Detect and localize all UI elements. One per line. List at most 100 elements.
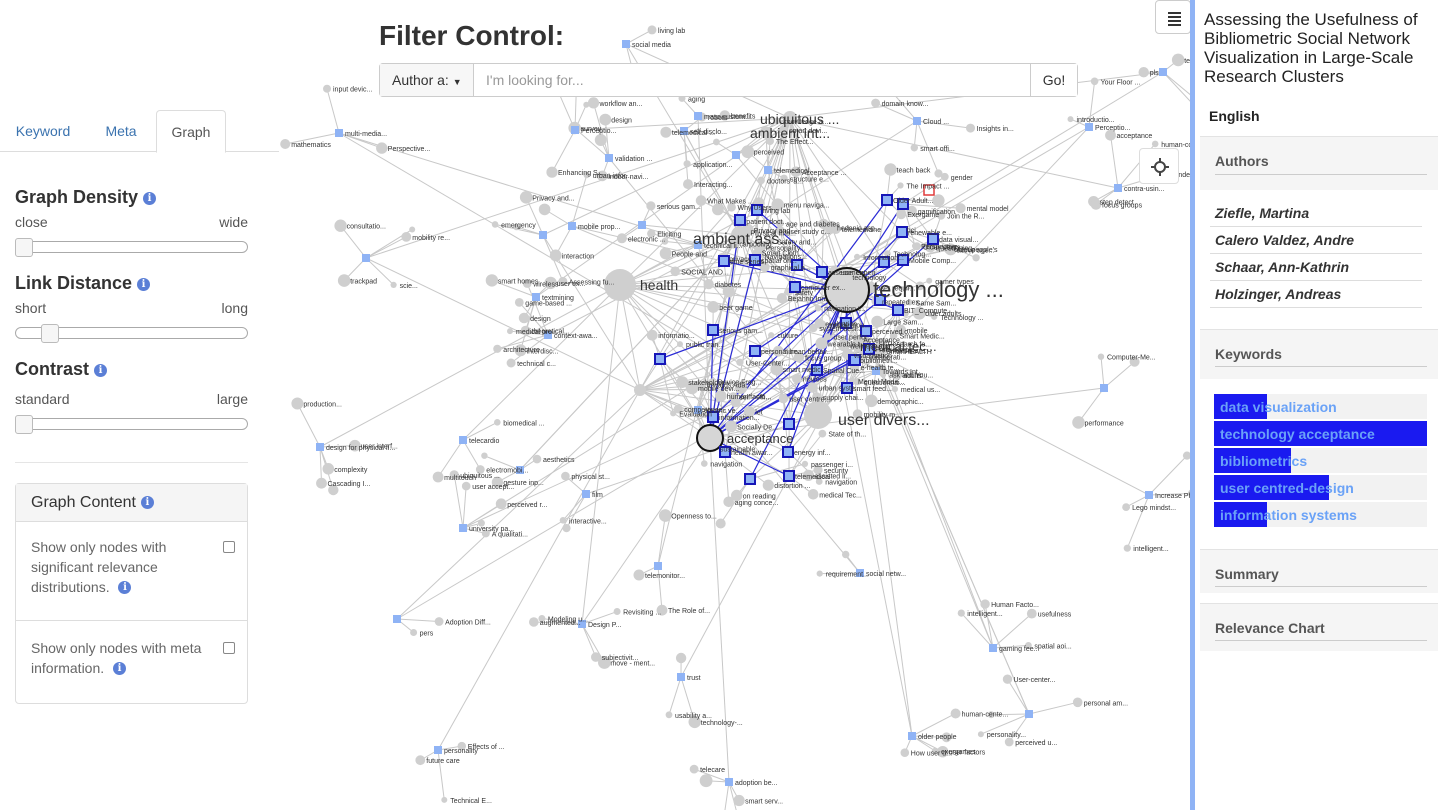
graph-density-slider-handle[interactable] xyxy=(15,238,33,257)
keyword-node[interactable] xyxy=(441,796,448,803)
authors-section-header[interactable]: Authors xyxy=(1200,136,1438,190)
highlighted-paper-node[interactable] xyxy=(744,473,756,485)
highlighted-paper-node[interactable] xyxy=(878,256,890,268)
keyword-node[interactable] xyxy=(771,198,784,211)
paper-node[interactable] xyxy=(393,615,401,623)
keyword-node[interactable] xyxy=(322,463,335,475)
keyword-node[interactable] xyxy=(900,748,910,757)
keyword-node[interactable] xyxy=(1025,642,1032,649)
keyword-node[interactable] xyxy=(633,569,645,581)
keyword-node[interactable] xyxy=(613,608,621,615)
highlighted-paper-node[interactable] xyxy=(840,317,852,329)
keyword-node[interactable] xyxy=(594,134,607,146)
highlighted-paper-node[interactable] xyxy=(874,294,886,306)
keyword-node[interactable] xyxy=(950,708,961,719)
keyword-item[interactable]: bibliometrics xyxy=(1214,448,1427,473)
keyword-node[interactable] xyxy=(647,25,657,35)
keyword-node[interactable] xyxy=(376,142,388,154)
keyword-node[interactable] xyxy=(491,476,503,488)
keyword-node[interactable] xyxy=(532,454,542,464)
keyword-node[interactable] xyxy=(409,226,416,233)
highlighted-paper-node[interactable] xyxy=(751,204,763,216)
keyword-node[interactable] xyxy=(1072,416,1085,429)
keyword-node[interactable] xyxy=(507,328,513,335)
current-paper-node[interactable] xyxy=(923,184,935,196)
contrast-slider-handle[interactable] xyxy=(15,415,33,434)
paper-node[interactable] xyxy=(1159,68,1167,76)
keyword-node[interactable] xyxy=(772,345,784,357)
summary-section-header[interactable]: Summary xyxy=(1200,549,1438,593)
paper-node[interactable] xyxy=(872,367,880,375)
keyword-hub-node[interactable] xyxy=(783,111,797,125)
keyword-node[interactable] xyxy=(708,378,716,386)
keyword-node[interactable] xyxy=(854,378,861,386)
keyword-node[interactable] xyxy=(597,170,608,182)
graph-density-slider[interactable] xyxy=(15,238,248,257)
keyword-node[interactable] xyxy=(518,312,530,324)
highlighted-paper-node[interactable] xyxy=(707,411,719,423)
keyword-node[interactable] xyxy=(865,394,878,408)
info-icon[interactable]: i xyxy=(143,192,157,205)
keyword-node[interactable] xyxy=(1188,489,1190,498)
keyword-node[interactable] xyxy=(688,715,701,729)
keyword-node[interactable] xyxy=(824,220,838,234)
paper-node[interactable] xyxy=(539,231,547,239)
keyword-node[interactable] xyxy=(936,211,946,220)
keyword-node[interactable] xyxy=(659,247,672,260)
keyword-node[interactable] xyxy=(707,301,720,313)
highlighted-paper-node[interactable] xyxy=(782,446,794,458)
keyword-node[interactable] xyxy=(481,452,488,459)
keyword-node[interactable] xyxy=(699,774,713,788)
contrast-slider[interactable] xyxy=(15,415,248,434)
keyword-node[interactable] xyxy=(766,137,774,146)
keyword-node[interactable] xyxy=(966,123,975,133)
keyword-node[interactable] xyxy=(891,386,899,393)
keyword-node[interactable] xyxy=(390,281,397,288)
keyword-hub-node[interactable] xyxy=(731,226,749,244)
author-dropdown[interactable]: Author a: ▼ xyxy=(380,64,474,96)
paper-node[interactable] xyxy=(725,778,733,786)
keyword-node[interactable] xyxy=(943,244,953,254)
keyword-node[interactable] xyxy=(685,381,699,395)
keyword-node[interactable] xyxy=(475,465,485,474)
paper-node[interactable] xyxy=(568,222,576,230)
keyword-node[interactable] xyxy=(519,191,533,204)
keyword-node[interactable] xyxy=(558,276,568,286)
keyword-node[interactable] xyxy=(477,519,485,527)
keyword-node[interactable] xyxy=(778,125,788,135)
keyword-node[interactable] xyxy=(812,392,822,402)
keyword-node[interactable] xyxy=(538,203,551,216)
keyword-node[interactable] xyxy=(727,202,736,212)
keyword-node[interactable] xyxy=(1151,140,1159,148)
keyword-node[interactable] xyxy=(824,333,831,341)
keyword-node[interactable] xyxy=(1129,356,1140,367)
selected-keyword-node[interactable] xyxy=(696,424,724,452)
paper-node[interactable] xyxy=(1114,184,1122,192)
tab-meta[interactable]: Meta xyxy=(105,123,137,139)
keyword-node[interactable] xyxy=(481,529,490,538)
keyword-node[interactable] xyxy=(1171,53,1185,67)
keyword-node[interactable] xyxy=(813,465,823,475)
paper-node[interactable] xyxy=(856,569,864,577)
keyword-item[interactable]: user centred-design xyxy=(1214,475,1427,500)
keyword-node[interactable] xyxy=(723,496,734,508)
keyword-node[interactable] xyxy=(549,249,562,262)
paper-node[interactable] xyxy=(638,221,646,229)
keyword-node[interactable] xyxy=(683,179,693,190)
paper-node[interactable] xyxy=(582,490,590,498)
author-item[interactable]: Ziefle, Martina xyxy=(1215,205,1310,221)
keyword-node[interactable] xyxy=(876,338,887,349)
keyword-node[interactable] xyxy=(493,344,502,353)
author-item[interactable]: Schaar, Ann-Kathrin xyxy=(1215,259,1350,275)
keyword-node[interactable] xyxy=(1090,198,1102,210)
keyword-node[interactable] xyxy=(910,144,918,152)
highlighted-paper-node[interactable] xyxy=(783,470,795,482)
keyword-node[interactable] xyxy=(494,419,501,426)
keyword-node[interactable] xyxy=(814,305,822,312)
highlighted-paper-node[interactable] xyxy=(881,194,893,206)
keyword-node[interactable] xyxy=(889,331,898,340)
keyword-node[interactable] xyxy=(695,195,707,206)
highlighted-paper-node[interactable] xyxy=(896,226,908,238)
keyword-node[interactable] xyxy=(941,732,952,743)
highlighted-paper-node[interactable] xyxy=(816,266,828,278)
